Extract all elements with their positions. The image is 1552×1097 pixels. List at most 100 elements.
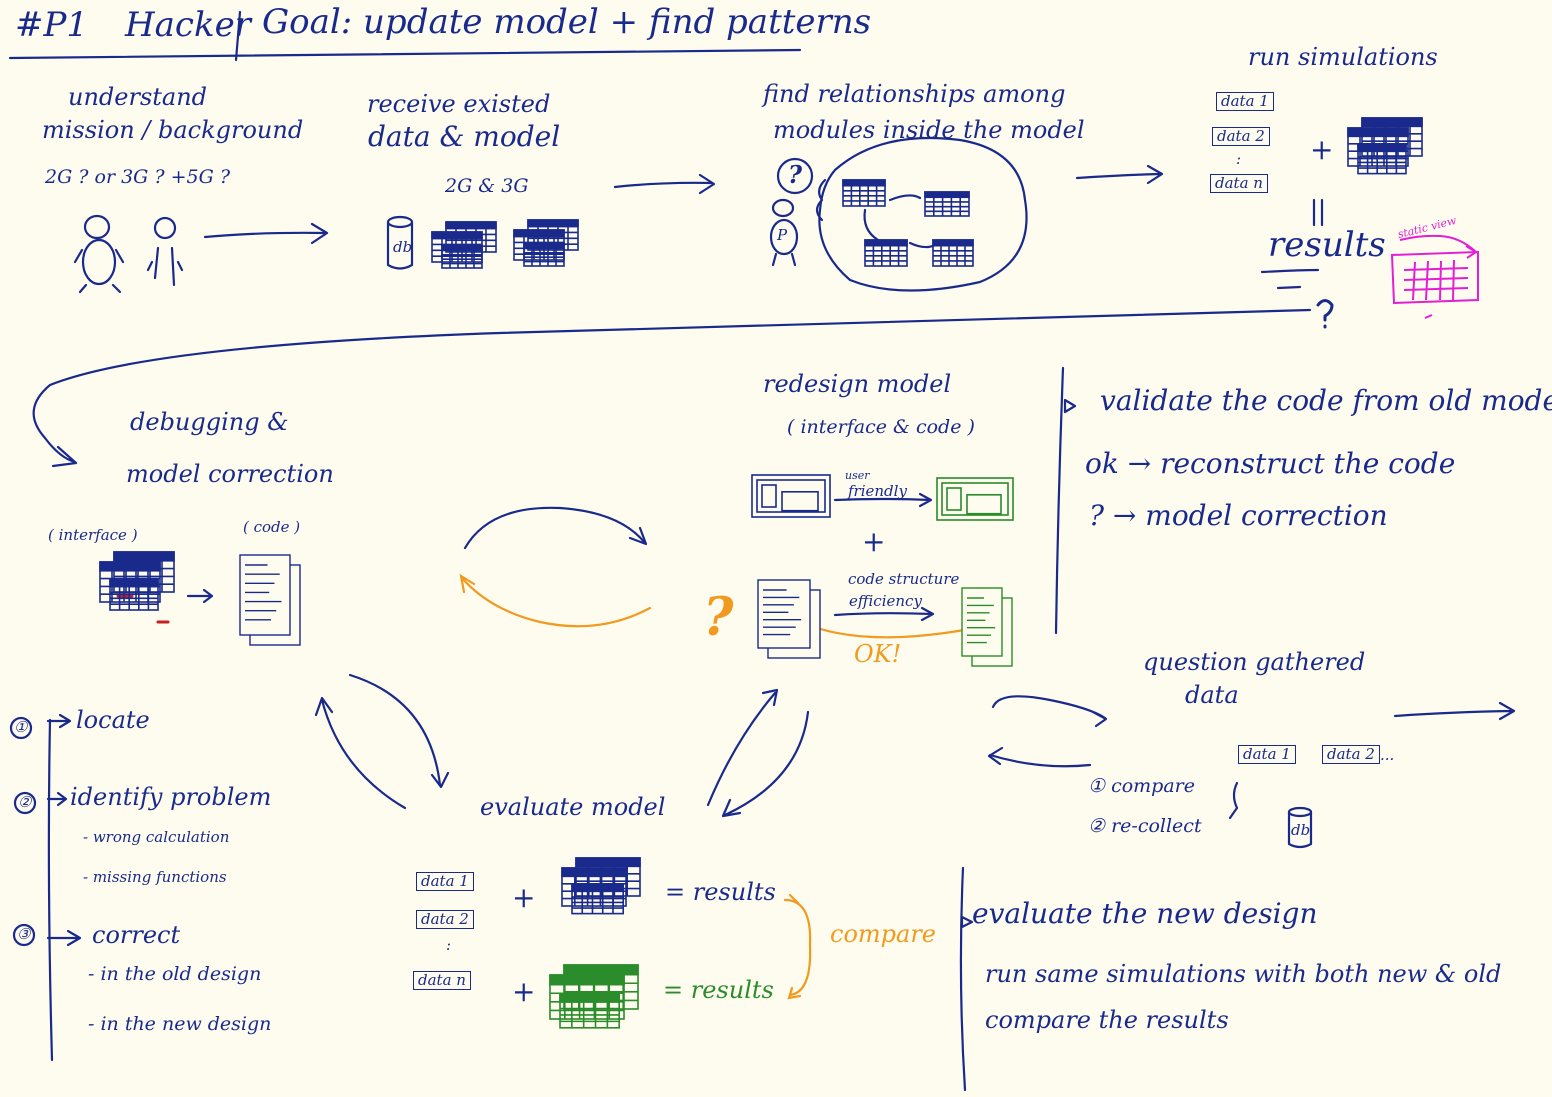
steps-sub-missing: - missing functions: [83, 868, 227, 886]
results-underline: [1260, 268, 1320, 290]
evaluate-plus-old: +: [512, 881, 536, 914]
cycle-arrow-debug-to-redesign: [463, 506, 648, 550]
evaluate-title: evaluate model: [480, 793, 666, 821]
debug-line1: debugging &: [130, 408, 289, 436]
find-question-mark: ?: [788, 160, 803, 189]
debug-code-label: ( code ): [243, 518, 301, 536]
header-tag: #P1: [15, 5, 88, 45]
orange-compare-arrow-top: [788, 893, 800, 905]
redesign-user-label: user: [845, 469, 870, 482]
understand-line2: mission / background: [42, 116, 304, 144]
redesign-efficiency: efficiency: [849, 592, 922, 610]
find-line1: find relationships among: [763, 80, 1066, 108]
orange-ok-line: [806, 623, 977, 639]
document-old-code: [757, 579, 821, 659]
header-role: Hacker: [125, 5, 251, 45]
spreadsheet-2g-sub: [441, 244, 483, 269]
header-underline: [8, 48, 802, 60]
cloud-link-1: [888, 194, 922, 202]
generated-icons: [99, 117, 1423, 1029]
spreadsheet-evaluate-new-sub: [559, 993, 621, 1029]
cycle-arrow-question-bottom: [987, 746, 1092, 768]
validate-pointer: [1063, 398, 1077, 414]
steps-locate: locate: [76, 706, 150, 734]
steps-number-1: ①: [14, 718, 28, 736]
question-line1: question gathered: [1143, 648, 1366, 676]
spreadsheet-debug-interface-sub: [109, 579, 159, 611]
question-db-label: db: [1291, 821, 1311, 839]
run-data-ellipsis: :: [1236, 150, 1242, 168]
arrow-interface-to-code: [186, 588, 214, 604]
person-icon-second: [146, 216, 184, 287]
database-icon-question: [1287, 806, 1313, 849]
evaluate-new-line1: evaluate the new design: [972, 897, 1318, 930]
evaluate-new-pointer: [960, 915, 974, 929]
question-recollect: ② re-collect: [1088, 815, 1202, 837]
screen-new-interface: [936, 477, 1014, 521]
cycle-arrow-question-top: [991, 695, 1108, 728]
orange-feedback-arrow: [459, 573, 652, 628]
steps-sub-old: - in the old design: [88, 963, 262, 985]
spreadsheet-run-model-sub: [1357, 144, 1407, 175]
cloud-link-2: [863, 208, 880, 242]
cycle-arrow-evaluate-to-redesign: [706, 688, 779, 807]
cycle-arrow-evaluate-to-debug: [314, 696, 407, 810]
evaluate-new-bracket: [959, 866, 967, 1092]
understand-gens: 2G ? or 3G ? +5G ?: [45, 166, 231, 188]
arrow-receive-to-find: [613, 173, 716, 195]
module-sheet-3: [864, 239, 908, 267]
header-goal: Goal: update model + find patterns: [262, 2, 872, 42]
find-line2: modules inside the model: [773, 116, 1085, 144]
evaluate-data-ellipsis: :: [446, 936, 452, 954]
validate-line3: ? → model correction: [1089, 499, 1388, 532]
screen-old-interface: [751, 474, 831, 518]
equals-connector: [1312, 198, 1324, 227]
modules-cloud: [818, 136, 1028, 292]
redesign-line2: ( interface & code ): [787, 416, 975, 438]
receive-db-label: db: [393, 238, 413, 256]
question-data-1: data 1: [1238, 745, 1296, 764]
evaluate-data-1: data 1: [416, 872, 474, 891]
arrow-run-to-debugging: [32, 308, 1312, 468]
results-question-mark: [1316, 299, 1334, 329]
cloud-brace: [815, 178, 827, 222]
cycle-arrow-redesign-to-evaluate: [721, 710, 810, 818]
cycle-arrow-debug-to-evaluate: [348, 673, 450, 789]
redesign-friendly-label: friendly: [848, 482, 907, 500]
evaluate-results-new: = results: [663, 976, 774, 1004]
steps-sub-new: - in the new design: [88, 1013, 272, 1035]
evaluate-results-old: = results: [665, 878, 776, 906]
redesign-code-structure: code structure: [848, 570, 960, 588]
spreadsheet-evaluate-old-sub: [571, 884, 625, 915]
document-new-code: [961, 587, 1013, 667]
steps-number-3: ③: [17, 925, 31, 943]
question-data-2: data 2: [1322, 745, 1380, 764]
validate-bracket: [1054, 366, 1065, 635]
header-divider: [234, 10, 242, 62]
steps-pointer-3: [46, 929, 82, 947]
debug-line2: model correction: [126, 460, 334, 488]
static-view-table: [1390, 234, 1479, 319]
run-results: results: [1268, 225, 1386, 265]
run-data-1: data 1: [1216, 92, 1274, 111]
validate-line2: ok → reconstruct the code: [1085, 447, 1456, 480]
steps-pointer-1: [46, 713, 72, 729]
module-sheet-1: [842, 179, 886, 207]
evaluate-plus-new: +: [512, 975, 536, 1008]
steps-number-2: ②: [18, 793, 32, 811]
spreadsheet-3g-sub: [523, 242, 565, 267]
document-debug-code: [239, 554, 301, 646]
cloud-link-3: [908, 241, 937, 249]
evaluate-data-2: data 2: [416, 910, 474, 929]
arrow-code-efficiency: [833, 606, 935, 622]
compare-arrow: [1228, 781, 1239, 820]
receive-line1: receive existed: [367, 90, 551, 118]
redesign-ok: OK!: [854, 640, 902, 668]
run-data-n: data n: [1210, 174, 1268, 193]
evaluate-data-n: data n: [413, 971, 471, 990]
steps-bracket: [47, 718, 54, 1062]
redesign-line1: redesign model: [763, 370, 952, 398]
arrow-user-friendly: [833, 492, 933, 508]
question-data-more: ...: [1380, 746, 1395, 764]
receive-line2: data & model: [368, 120, 561, 153]
